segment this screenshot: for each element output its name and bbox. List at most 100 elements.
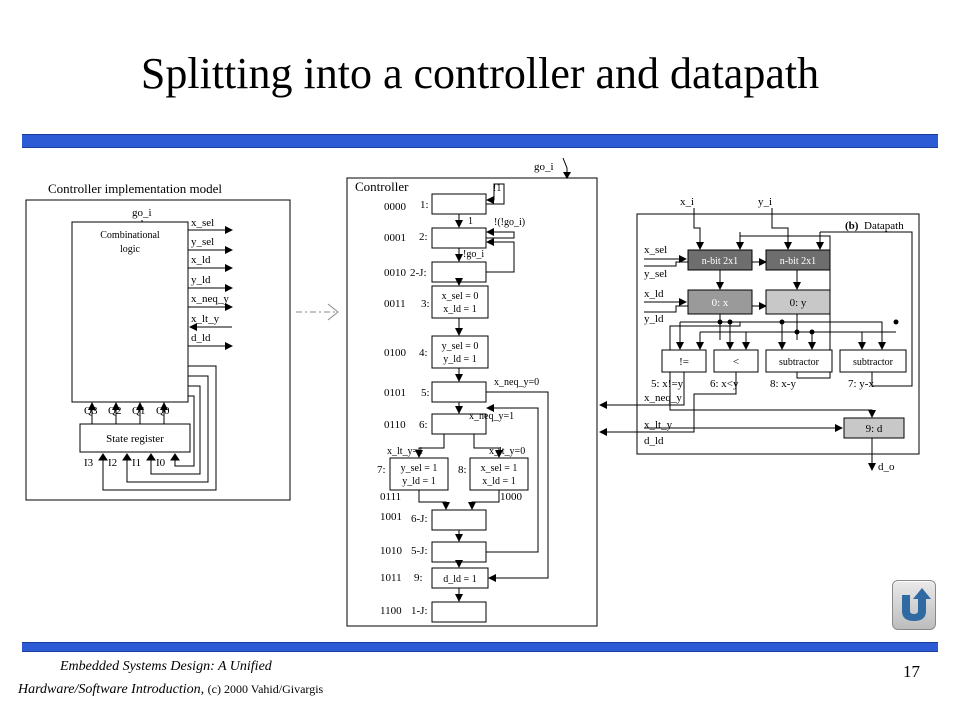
dp-in-y-ld: y_ld — [644, 313, 664, 325]
d-o-label: d_o — [878, 461, 895, 473]
datapath-panel: (b) Datapath x_i y_i — [599, 196, 920, 473]
s4-line2: y_ld = 1 — [443, 354, 476, 365]
mux-x — [687, 249, 753, 271]
code-0101: 0101 — [384, 387, 406, 399]
impl-out-d-ld: d_ld — [191, 332, 211, 344]
state-1: 1: — [420, 199, 429, 211]
state-5j: 5-J: — [411, 545, 428, 557]
dp-out-neq: x_neq_y — [644, 392, 682, 404]
state-1j: 1-J: — [411, 605, 428, 617]
datapath-junctions — [717, 319, 899, 335]
footer-line2: Hardware/Software Introduction, — [18, 682, 205, 697]
state-box-1j — [431, 601, 487, 623]
edge-not-not-go: !(!go_i) — [494, 217, 525, 228]
impl-feedback-lines — [98, 365, 217, 491]
dp-in-x-ld: x_ld — [644, 288, 664, 300]
combinational-logic-block — [71, 221, 189, 403]
mux-y — [765, 249, 831, 271]
dp-in-d-ld: d_ld — [644, 435, 664, 447]
impl-go-label: go_i — [132, 207, 152, 219]
q0-label: Q0 — [156, 405, 170, 417]
controller-go-label: go_i — [534, 161, 554, 173]
s7-line2: y_ld = 1 — [402, 476, 435, 487]
cap-neq: 5: x!=y — [651, 378, 684, 390]
datapath-b-label: (b) — [845, 220, 859, 232]
footer-line1: Embedded Systems Design: A Unified — [60, 659, 272, 674]
cap-lt: 6: x<y — [710, 378, 739, 390]
s4-line1: y_sel = 0 — [442, 341, 479, 352]
state-box-4 — [431, 335, 489, 369]
reg-x — [687, 289, 753, 315]
state-box-8 — [469, 457, 529, 491]
edge-not-go: !go_i — [463, 249, 484, 260]
edge-not-1: !1 — [493, 183, 501, 194]
state-3: 3: — [421, 298, 430, 310]
code-1001: 1001 — [380, 511, 402, 523]
state-2: 2: — [419, 231, 428, 243]
code-0010: 0010 — [384, 267, 407, 279]
q1-label: Q1 — [132, 405, 145, 417]
i3-label: I3 — [84, 457, 94, 469]
state-5: 5: — [421, 387, 430, 399]
reg-y — [765, 289, 831, 315]
mux-y-label: n-bit 2x1 — [780, 256, 816, 267]
s9-line1: d_ld = 1 — [443, 574, 476, 585]
lt-label: < — [733, 356, 739, 368]
state-9: 9: — [414, 572, 423, 584]
s7-line1: y_sel = 1 — [401, 463, 438, 474]
state-6: 6: — [419, 419, 428, 431]
refinement-arrow — [296, 303, 339, 321]
impl-out-y-ld: y_ld — [191, 274, 211, 286]
code-0001: 0001 — [384, 232, 406, 244]
state-6j: 6-J: — [411, 513, 428, 525]
state-2j: 2-J: — [410, 267, 427, 279]
state-box-2 — [431, 227, 487, 249]
s8-line1: x_sel = 1 — [481, 463, 518, 474]
fsm-transitions — [415, 183, 549, 602]
code-1010: 1010 — [380, 545, 403, 557]
state-7: 7: — [377, 464, 386, 476]
reg-x-label: 0: x — [712, 297, 729, 309]
impl-out-x-neq-y: x_neq_y — [191, 293, 229, 305]
impl-output-arrows — [188, 226, 233, 350]
dp-in-x-sel: x_sel — [644, 244, 667, 256]
state-box-2j — [431, 261, 487, 283]
impl-out-x-lt-y: x_lt_y — [191, 313, 220, 325]
q3-label: Q3 — [84, 405, 98, 417]
edge-one: 1 — [468, 216, 473, 227]
subtractor-xy-label: subtractor — [779, 357, 820, 368]
diagram-canvas: Controller implementation model go_i Com… — [25, 157, 920, 627]
state-8: 8: — [458, 464, 467, 476]
code-1100: 1100 — [380, 605, 402, 617]
state-box-5 — [431, 381, 487, 403]
u-turn-icon — [902, 588, 931, 621]
datapath-title: Datapath — [864, 220, 904, 232]
reg-y-label: 0: y — [790, 297, 807, 309]
edge-lt-1: x_lt_y=1 — [387, 446, 423, 457]
impl-model-panel: Controller implementation model go_i Com… — [25, 181, 291, 501]
s8-line2: x_ld = 1 — [482, 476, 515, 487]
mux-x-label: n-bit 2x1 — [702, 256, 738, 267]
state-box-5j — [431, 541, 487, 563]
back-button[interactable] — [892, 580, 936, 630]
code-1011: 1011 — [380, 572, 402, 584]
bottom-rule — [22, 642, 938, 652]
code-0011: 0011 — [384, 298, 406, 310]
reg-d — [843, 417, 905, 439]
x-i-label: x_i — [680, 196, 694, 208]
s3-line1: x_sel = 0 — [442, 291, 479, 302]
state-register-block — [79, 423, 191, 453]
impl-out-x-ld: x_ld — [191, 254, 211, 266]
q2-label: Q2 — [108, 405, 121, 417]
i2-label: I2 — [108, 457, 117, 469]
state-register-label: State register — [106, 433, 164, 445]
subtractor-yx — [839, 349, 907, 373]
cap-xy: 8: x-y — [770, 378, 796, 390]
code-0100: 0100 — [384, 347, 407, 359]
impl-out-x-sel: x_sel — [191, 217, 214, 229]
comb-logic-label-1: Combinational — [100, 230, 160, 241]
state-box-1 — [431, 193, 487, 215]
dp-out-lt: x_lt_y — [644, 419, 673, 431]
state-box-6j — [431, 509, 487, 531]
reg-d-label: 9: d — [866, 423, 883, 435]
